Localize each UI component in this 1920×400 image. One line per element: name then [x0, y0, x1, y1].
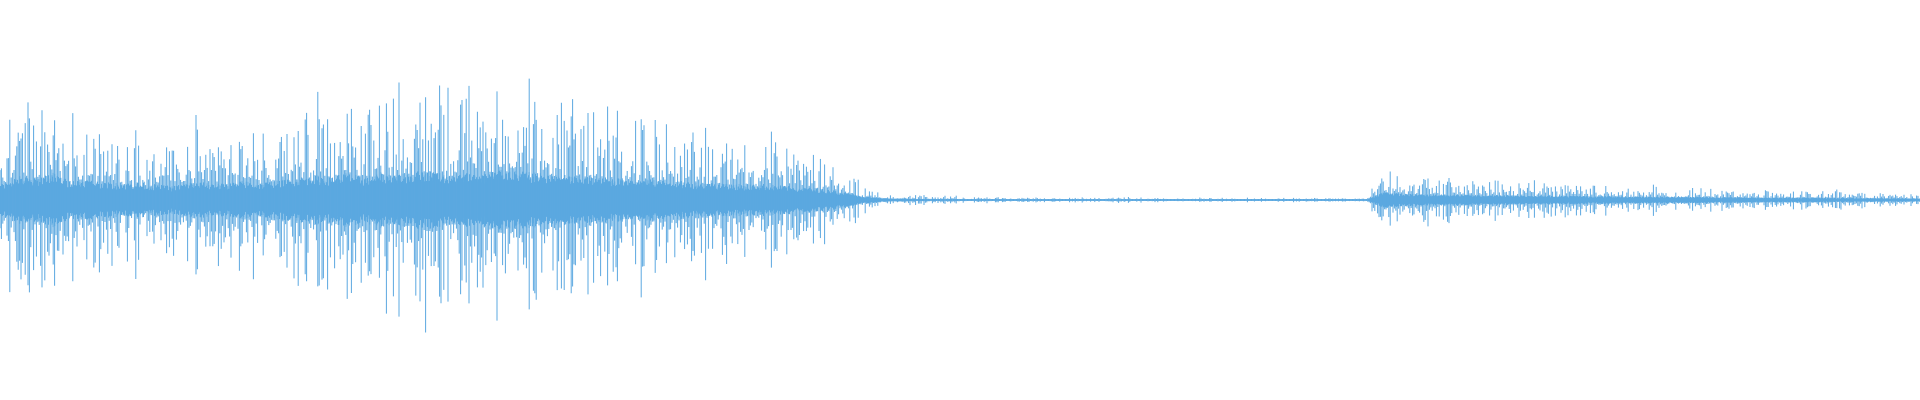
- waveform-series: [0, 78, 1920, 333]
